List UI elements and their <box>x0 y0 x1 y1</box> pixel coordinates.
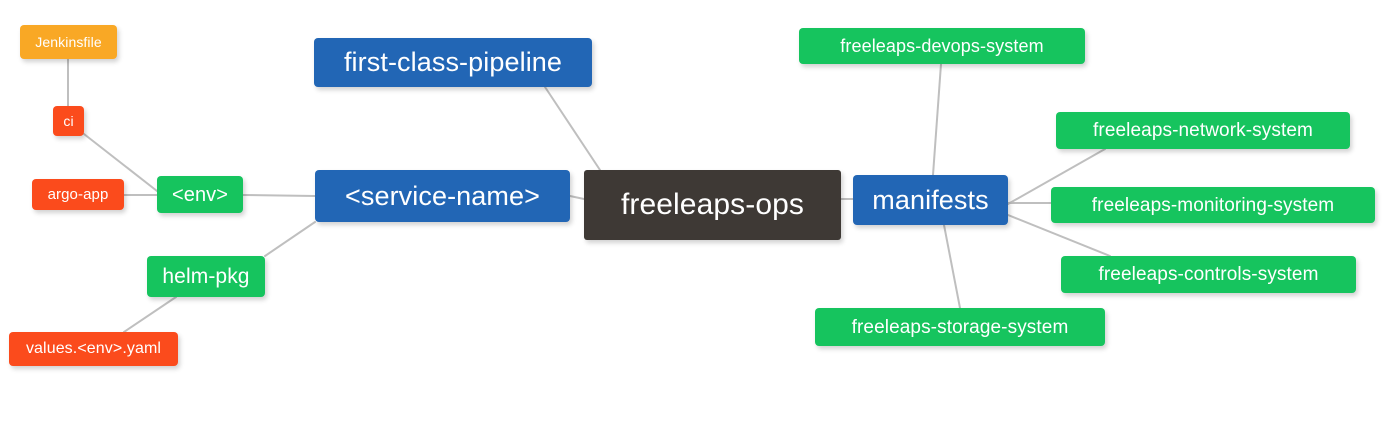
node-label: values.<env>.yaml <box>25 340 162 357</box>
node-ci[interactable]: ci <box>53 106 84 136</box>
node-label: freeleaps-devops-system <box>840 36 1044 56</box>
edge-pipeline-to-root <box>544 86 601 171</box>
node-label: Jenkinsfile <box>35 34 102 50</box>
node-label: freeleaps-controls-system <box>1098 264 1319 285</box>
node-helm-pkg[interactable]: helm-pkg <box>147 256 265 297</box>
edge-helm-pkg-to-values-yaml <box>123 296 177 333</box>
node-label: first-class-pipeline <box>343 47 563 77</box>
node-label: freeleaps-network-system <box>1093 120 1313 141</box>
edge-env-to-service-name <box>242 194 316 197</box>
node-root[interactable]: freeleaps-ops <box>584 170 841 240</box>
node-label: freeleaps-monitoring-system <box>1091 194 1335 216</box>
edge-manifests-to-storage <box>943 224 961 309</box>
node-label: manifests <box>872 184 989 215</box>
edge-service-name-to-helm-pkg <box>264 221 316 257</box>
node-manifests[interactable]: manifests <box>853 175 1008 225</box>
node-env[interactable]: <env> <box>157 176 243 213</box>
node-label: freeleaps-ops <box>620 188 805 221</box>
node-label: helm-pkg <box>162 265 250 288</box>
node-label: <service-name> <box>345 180 540 211</box>
node-network[interactable]: freeleaps-network-system <box>1056 112 1350 149</box>
edge-service-name-to-root <box>569 195 585 200</box>
node-label: <env> <box>171 183 229 206</box>
node-service-name[interactable]: <service-name> <box>315 170 570 222</box>
node-label: ci <box>63 113 74 129</box>
edge-manifests-to-devops <box>932 63 942 176</box>
node-label: freeleaps-storage-system <box>851 316 1069 338</box>
node-jenkinsfile[interactable]: Jenkinsfile <box>20 25 117 59</box>
node-storage[interactable]: freeleaps-storage-system <box>815 308 1105 346</box>
node-argo-app[interactable]: argo-app <box>32 179 124 210</box>
node-pipeline[interactable]: first-class-pipeline <box>314 38 592 87</box>
node-values-yaml[interactable]: values.<env>.yaml <box>9 332 178 366</box>
node-controls[interactable]: freeleaps-controls-system <box>1061 256 1356 293</box>
node-label: argo-app <box>47 186 109 203</box>
node-monitoring[interactable]: freeleaps-monitoring-system <box>1051 187 1375 223</box>
node-devops[interactable]: freeleaps-devops-system <box>799 28 1085 64</box>
